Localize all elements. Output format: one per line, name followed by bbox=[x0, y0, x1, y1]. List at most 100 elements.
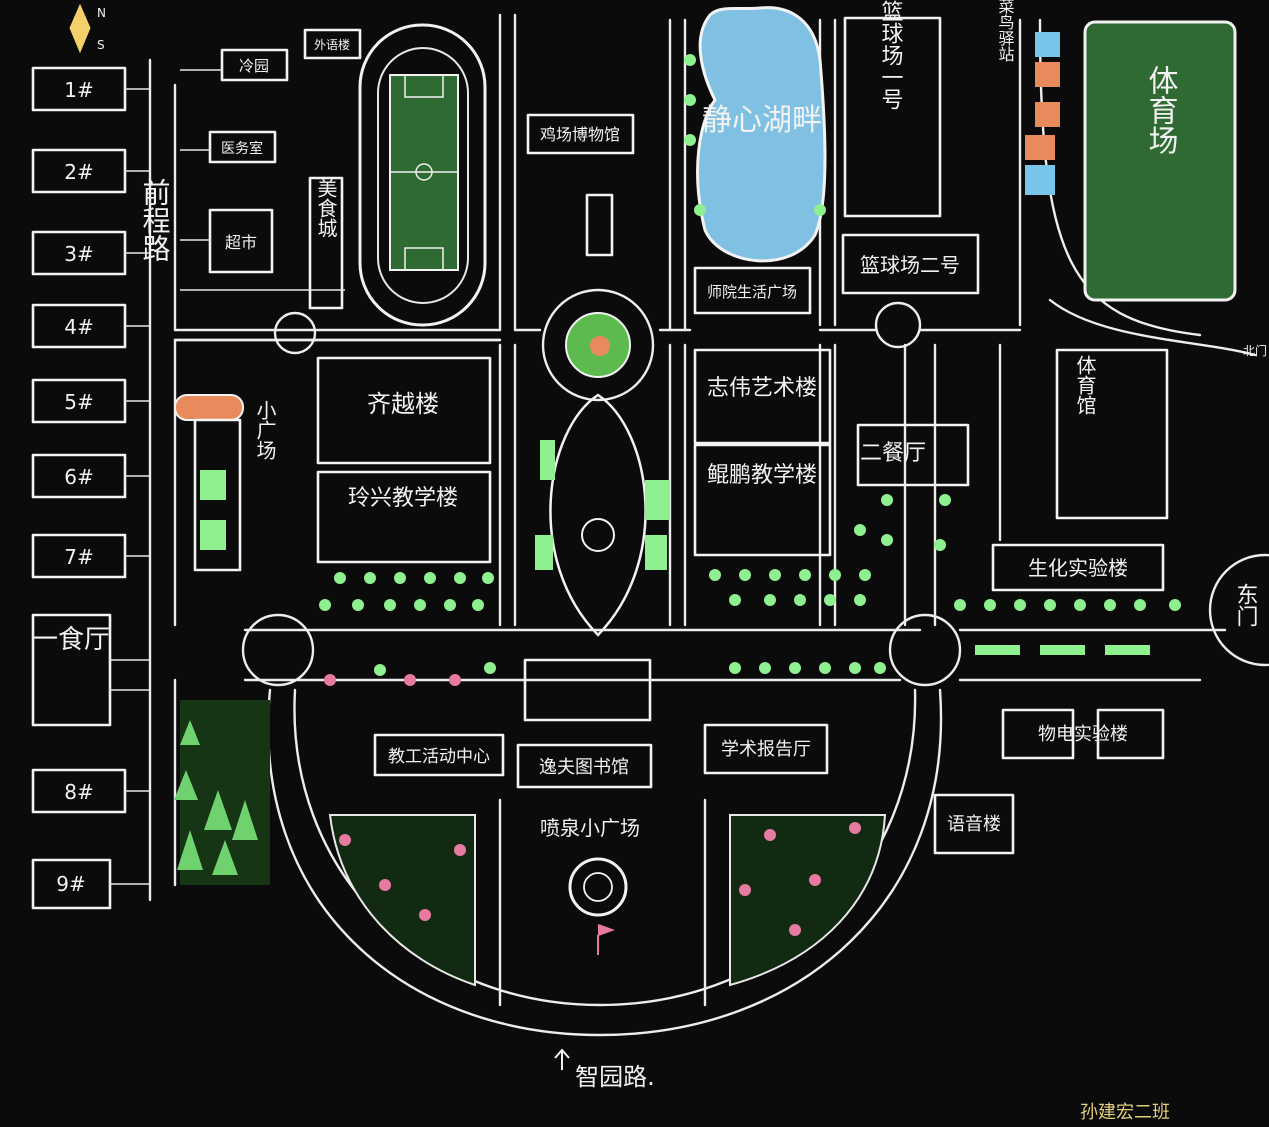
south-road-label: 智园路. bbox=[575, 1063, 655, 1091]
biochem-lab bbox=[991, 543, 1165, 592]
canteen-2 bbox=[856, 423, 970, 487]
canteen-2-label: 二餐厅 bbox=[860, 441, 926, 466]
food-court bbox=[308, 176, 344, 310]
physics-lab-label: 物电实验楼 bbox=[1038, 724, 1128, 745]
fountain-icon bbox=[568, 857, 628, 917]
dorm-7-label: 7# bbox=[64, 545, 93, 569]
basketball-court-1-label: 篮球场一号 bbox=[878, 0, 904, 110]
running-track-inner bbox=[377, 47, 469, 304]
street-trees bbox=[319, 54, 1181, 676]
central-plaza bbox=[535, 193, 670, 637]
biochem-lab-label: 生化实验楼 bbox=[1028, 556, 1128, 580]
south-garden-east bbox=[729, 814, 887, 987]
small-square-lawn-1 bbox=[200, 470, 226, 500]
main-east-west-road bbox=[243, 628, 1227, 682]
south-garden-west bbox=[328, 814, 476, 987]
roundabout-east bbox=[874, 301, 922, 349]
central-fountain-ring bbox=[581, 518, 615, 552]
fountain-axis-roads bbox=[498, 798, 707, 1007]
plaza-lawn-3 bbox=[645, 535, 667, 570]
artist-signature: 孙建宏二班 bbox=[1080, 1102, 1170, 1123]
dorm-5-label: 5# bbox=[64, 390, 93, 414]
zhiwei-building bbox=[693, 348, 832, 445]
library-sign bbox=[516, 743, 653, 789]
foreign-language-building bbox=[303, 28, 362, 60]
pitch-south-box bbox=[404, 247, 444, 271]
museum bbox=[526, 113, 635, 155]
fountain-inner bbox=[583, 872, 613, 902]
shiyuan-life-square-label: 师院生活广场 bbox=[707, 283, 797, 301]
stadium bbox=[1083, 20, 1237, 302]
pitch-north-box bbox=[404, 74, 444, 98]
north-south-road-b bbox=[668, 18, 687, 627]
north-south-road-a bbox=[498, 13, 517, 627]
physics-lab-east bbox=[1096, 708, 1165, 760]
roundabout-center bbox=[541, 288, 655, 402]
flower-trees bbox=[324, 674, 861, 936]
kunpeng-building bbox=[693, 443, 832, 557]
roundabout-west bbox=[273, 311, 317, 355]
nw-paths bbox=[180, 69, 345, 291]
hospital-label: 医务室 bbox=[221, 140, 263, 157]
jingxin-lake bbox=[696, 6, 827, 263]
stadium-label: 体育场 bbox=[1143, 65, 1179, 155]
sports-field bbox=[358, 23, 487, 327]
small-square-label: 小广场 bbox=[253, 400, 277, 460]
foreign-language-label: 外语楼 bbox=[314, 37, 350, 52]
museum-label: 鸡场博物馆 bbox=[540, 125, 620, 144]
ne-curve-road bbox=[1048, 298, 1257, 357]
small-square-walk bbox=[193, 418, 242, 572]
plaza-lawn-2 bbox=[645, 480, 670, 520]
zhiwei-label: 志伟艺术楼 bbox=[707, 376, 817, 401]
qiyue-building bbox=[316, 356, 492, 465]
roundabout-southeast bbox=[888, 613, 962, 687]
compass-icon: N S bbox=[69, 3, 106, 54]
lecture-hall-label: 学术报告厅 bbox=[721, 739, 811, 760]
north-south-road-d bbox=[903, 18, 1022, 627]
lake-label: 静心湖畔 bbox=[702, 103, 822, 138]
dorm-2-label: 2# bbox=[64, 160, 93, 184]
shiyuan-life-square bbox=[693, 266, 812, 315]
gym-label: 体育馆 bbox=[1073, 355, 1097, 415]
canteen-1-label: 一食厅 bbox=[32, 625, 110, 655]
staff-activity-center-label: 教工活动中心 bbox=[388, 747, 490, 767]
central-oval-walk bbox=[549, 393, 647, 637]
west-road-label: 前程路 bbox=[139, 178, 172, 262]
canteen-1 bbox=[31, 613, 112, 727]
pitch-center-circle bbox=[415, 163, 433, 181]
language-building-label: 语音楼 bbox=[947, 814, 1001, 835]
dorm-connectors bbox=[110, 88, 150, 885]
south-zone: 教工活动中心 逸夫图书馆 学术报告厅 喷泉小广场 语音楼 物电实验楼 bbox=[180, 658, 1165, 1007]
qiyue-label: 齐越楼 bbox=[367, 390, 439, 418]
compass-south-label: S bbox=[97, 38, 105, 52]
gym bbox=[1055, 348, 1169, 520]
arrow-up-icon bbox=[554, 1048, 570, 1070]
post-station-label: 菜鸟驿站 bbox=[996, 0, 1015, 62]
flag-icon bbox=[597, 924, 615, 955]
dorm-8-label: 8# bbox=[64, 780, 93, 804]
lecture-hall bbox=[703, 723, 829, 775]
language-building bbox=[933, 793, 1015, 855]
east-gate-label: 东门 bbox=[1233, 583, 1258, 627]
north-gate-mark: 北门 bbox=[1243, 343, 1267, 358]
plaza-lawn-4 bbox=[540, 440, 555, 480]
dorm-4-label: 4# bbox=[64, 315, 93, 339]
library-label: 逸夫图书馆 bbox=[539, 757, 629, 778]
north-central-block: 鸡场博物馆 静心湖畔 篮球场一号 篮球场二号 师院生活广场 菜鸟驿站 体育场 bbox=[526, 0, 1237, 315]
central-flowerbed bbox=[590, 336, 610, 356]
dorm-6-label: 6# bbox=[64, 465, 93, 489]
dorm-9-label: 9# bbox=[56, 872, 85, 896]
post-box-1 bbox=[1035, 32, 1060, 57]
lingxing-label: 玲兴教学楼 bbox=[348, 486, 458, 511]
staff-activity-center bbox=[373, 733, 505, 777]
teaching-zone: 小广场 齐越楼 玲兴教学楼 志伟艺术楼 鲲鹏教学楼 二餐厅 体育馆 生化实验楼 … bbox=[174, 343, 1269, 667]
hospital bbox=[208, 130, 277, 164]
library-building bbox=[523, 658, 652, 722]
compass-north-label: N bbox=[97, 6, 106, 20]
food-court-label: 美食城 bbox=[314, 178, 338, 238]
small-square-fan bbox=[174, 394, 244, 421]
kunpeng-label: 鲲鹏教学楼 bbox=[707, 463, 817, 488]
supermarket bbox=[208, 208, 274, 274]
northwest-block: 冷园 外语楼 医务室 超市 美食城 bbox=[180, 28, 362, 310]
